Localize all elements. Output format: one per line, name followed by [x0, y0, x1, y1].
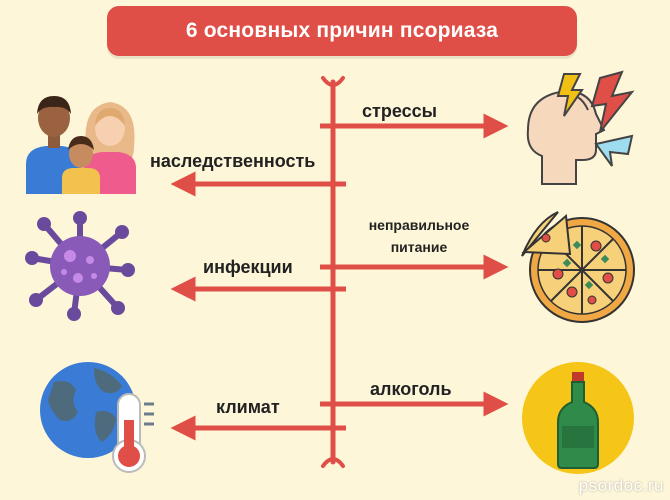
label-nutrition-line1: неправильное: [368, 217, 470, 233]
label-heredity: наследственность: [150, 151, 316, 171]
title-banner: 6 основных причин псориаза: [107, 6, 577, 56]
footer-site: psordoc.ru: [578, 476, 664, 495]
stressed-head-icon: [526, 70, 635, 185]
pizza-icon: [521, 211, 635, 323]
label-climate: климат: [216, 397, 280, 417]
label-alcohol: алкоголь: [370, 379, 452, 399]
label-infections: инфекции: [203, 257, 293, 277]
label-nutrition: неправильное питание: [360, 214, 478, 258]
globe-thermometer-icon: [40, 362, 154, 473]
label-nutrition-line2: питание: [390, 239, 448, 255]
bottle-icon: [522, 362, 634, 474]
family-icon: [26, 96, 136, 194]
label-stress: стрессы: [362, 101, 437, 121]
page-title: 6 основных причин псориаза: [185, 19, 499, 42]
timeline-spine: [321, 76, 345, 468]
virus-icon: [25, 211, 135, 321]
